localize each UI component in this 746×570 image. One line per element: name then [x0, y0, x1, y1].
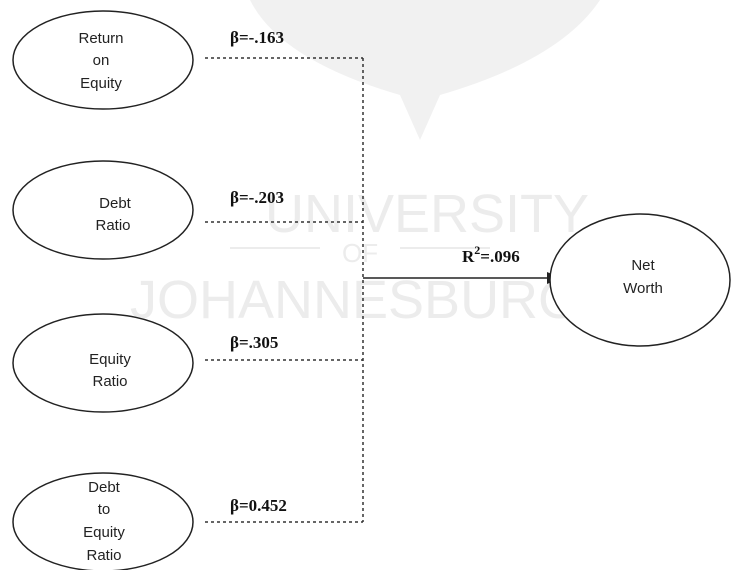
watermark-university: UNIVERSITY	[265, 184, 589, 244]
watermark: UNIVERSITY OF JOHANNESBURG	[130, 0, 600, 330]
beta-return-on-equity: β=-.163	[230, 28, 284, 47]
node-equity-ratio	[12, 313, 194, 413]
label-debt-ratio-1: Debt	[99, 195, 132, 212]
r-squared-value: =.096	[480, 247, 519, 266]
label-equity-ratio-2: Ratio	[92, 373, 127, 390]
node-return-on-equity	[12, 10, 194, 110]
node-debt-ratio	[12, 160, 194, 260]
label-debt-to-equity-ratio-4: Ratio	[86, 547, 121, 564]
r-squared-label: R2=.096	[462, 243, 520, 266]
watermark-crest	[250, 0, 600, 140]
label-return-on-equity-3: Equity	[80, 75, 122, 92]
label-debt-to-equity-ratio-1: Debt	[88, 479, 121, 496]
label-debt-to-equity-ratio-2: to	[98, 501, 111, 518]
r-squared-r: R	[462, 247, 475, 266]
watermark-johannesburg: JOHANNESBURG	[130, 270, 580, 330]
label-net-worth-2: Worth	[623, 280, 663, 297]
label-return-on-equity-2: on	[93, 52, 110, 69]
beta-debt-ratio: β=-.203	[230, 188, 284, 207]
beta-debt-to-equity-ratio: β=0.452	[230, 496, 287, 515]
label-debt-ratio-2: Ratio	[95, 217, 130, 234]
beta-equity-ratio: β=.305	[230, 333, 278, 352]
r-squared-exponent: 2	[474, 243, 480, 257]
node-net-worth	[549, 213, 731, 347]
label-equity-ratio-1: Equity	[89, 351, 131, 368]
watermark-of: OF	[342, 238, 378, 268]
label-debt-to-equity-ratio-3: Equity	[83, 524, 125, 541]
label-return-on-equity-1: Return	[78, 30, 123, 47]
label-net-worth-1: Net	[631, 257, 655, 274]
connectors	[205, 57, 364, 523]
node-debt-to-equity-ratio	[12, 472, 194, 570]
